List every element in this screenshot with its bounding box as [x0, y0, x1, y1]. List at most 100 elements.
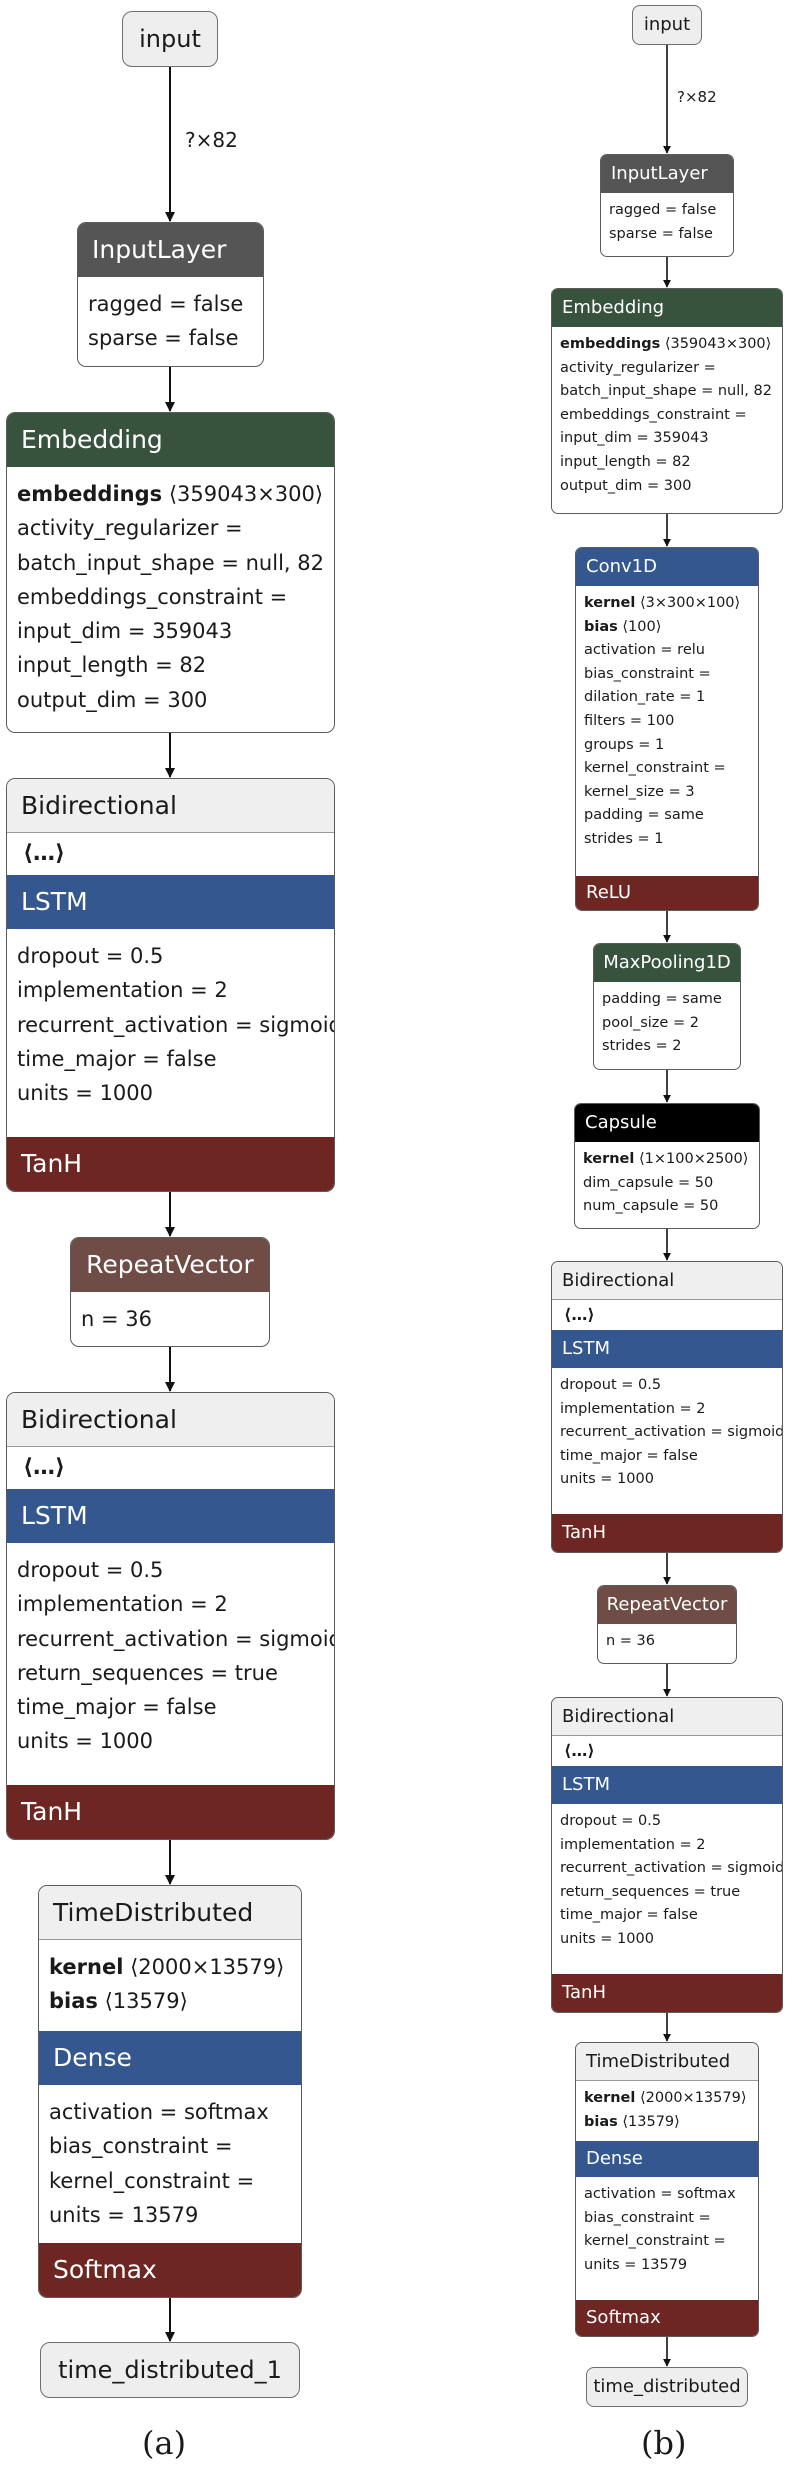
attr: implementation = 2 [560, 1836, 706, 1853]
b-repeatvector-attributes: n = 36 [598, 1624, 736, 1660]
b-inputlayer-title: InputLayer [601, 155, 733, 193]
b-conv1d-title: Conv1D [576, 548, 758, 586]
weight-shape: ⟨359043×300⟩ [168, 482, 324, 506]
b-bidirectional-2-node: Bidirectional ⟨…⟩ LSTM dropout = 0.5 imp… [551, 1697, 783, 2013]
b-lstm-1-title: LSTM [552, 1330, 782, 1368]
b-maxpooling-node: MaxPooling1D padding = same pool_size = … [593, 943, 741, 1070]
a-lstm-2-title: LSTM [7, 1489, 334, 1543]
b-capsule-node: Capsule kernel ⟨1×100×2500⟩ dim_capsule … [574, 1103, 760, 1229]
weight-name: kernel [584, 2090, 636, 2106]
attr: num_capsule = 50 [583, 1198, 719, 1215]
b-bidirectional-2-title: Bidirectional [552, 1698, 782, 1736]
a-output-node: time_distributed_1 [40, 2342, 300, 2398]
b-inputlayer-node: InputLayer ragged = false sparse = false [600, 154, 734, 257]
attr: dropout = 0.5 [560, 1377, 662, 1393]
attr: units = 1000 [17, 1081, 154, 1106]
weight-name: kernel [49, 1955, 124, 1979]
attr: units = 13579 [584, 2256, 688, 2273]
attr: input_length = 82 [17, 653, 207, 678]
b-bidirectional-1-title: Bidirectional [552, 1262, 782, 1300]
weight-name: kernel [583, 1151, 635, 1167]
a-lstm-1-title: LSTM [7, 875, 334, 929]
a-tanh-2-activation: TanH [7, 1785, 334, 1839]
a-softmax-activation: Softmax [39, 2243, 301, 2297]
attr: input_dim = 359043 [17, 619, 233, 644]
a-input-node: input [122, 11, 218, 67]
b-embedding-attributes: embeddings ⟨359043×300⟩ activity_regular… [552, 327, 782, 504]
attr: recurrent_activation = sigmoid [17, 1012, 335, 1037]
weight-name: bias [584, 2113, 618, 2130]
a-lstm-1-attributes: dropout = 0.5 implementation = 2 recurre… [7, 929, 334, 1124]
attr: padding = same [584, 807, 704, 824]
weight-row: bias ⟨100⟩ [584, 616, 750, 640]
weight-name: embeddings [17, 482, 163, 506]
weight-shape: ⟨3×300×100⟩ [639, 595, 741, 611]
attr: output_dim = 300 [560, 477, 692, 494]
attr: input_length = 82 [560, 453, 691, 470]
attr: units = 1000 [17, 1729, 154, 1754]
attr: activation = softmax [584, 2186, 736, 2202]
attr: n = 36 [606, 1633, 656, 1649]
a-repeatvector-title: RepeatVector [71, 1238, 269, 1292]
attr: kernel_constraint = [49, 2168, 255, 2193]
b-embedding-title: Embedding [552, 289, 782, 327]
attr: units = 1000 [560, 1930, 654, 1947]
weight-shape: ⟨359043×300⟩ [664, 336, 772, 352]
b-lstm-2-attributes: dropout = 0.5 implementation = 2 recurre… [552, 1804, 782, 1964]
a-embedding-attributes: embeddings ⟨359043×300⟩ activity_regular… [7, 467, 334, 727]
weight-name: bias [49, 1989, 98, 2014]
attr: dropout = 0.5 [17, 944, 164, 968]
attr: kernel_constraint = [584, 760, 726, 777]
attr: dim_capsule = 50 [583, 1174, 714, 1191]
weight-shape: ⟨2000×13579⟩ [130, 1955, 285, 1979]
a-embedding-node: Embedding embeddings ⟨359043×300⟩ activi… [6, 412, 335, 733]
weight-shape: ⟨100⟩ [622, 618, 662, 635]
b-tanh-1-activation: TanH [552, 1514, 782, 1552]
attr: input_dim = 359043 [560, 430, 709, 447]
weight-row: embeddings ⟨359043×300⟩ [17, 477, 324, 511]
weight-name: embeddings [560, 336, 661, 352]
attr: recurrent_activation = sigmoid [17, 1626, 335, 1651]
attr: implementation = 2 [560, 1400, 706, 1417]
attr: dropout = 0.5 [560, 1813, 662, 1829]
attr: recurrent_activation = sigmoid [560, 1860, 783, 1877]
a-inputlayer-title: InputLayer [78, 223, 263, 277]
attr: sparse = false [609, 225, 713, 242]
attr: dilation_rate = 1 [584, 689, 706, 706]
weight-row: kernel ⟨2000×13579⟩ [584, 2087, 750, 2111]
b-capsule-title: Capsule [575, 1104, 759, 1142]
a-bidirectional-1-collapsed: ⟨…⟩ [23, 841, 66, 866]
weight-row: bias ⟨13579⟩ [49, 1984, 291, 2018]
attr: ragged = false [609, 202, 717, 218]
attr: sparse = false [88, 326, 239, 351]
attr: batch_input_shape = null, 82 [17, 550, 324, 575]
attr: embeddings_constraint = [560, 406, 747, 423]
b-lstm-2-title: LSTM [552, 1766, 782, 1804]
b-conv1d-node: Conv1D kernel ⟨3×300×100⟩ bias ⟨100⟩ act… [575, 547, 759, 911]
a-panel-caption: (a) [142, 2424, 187, 2462]
b-output-node: time_distributed [586, 2367, 748, 2407]
b-bidirectional-2-collapsed: ⟨…⟩ [564, 1741, 595, 1760]
attr: strides = 1 [584, 830, 664, 847]
weight-shape: ⟨1×100×2500⟩ [638, 1151, 749, 1167]
attr: groups = 1 [584, 736, 665, 753]
attr: padding = same [602, 991, 722, 1007]
attr: implementation = 2 [17, 978, 228, 1003]
b-repeatvector-title: RepeatVector [598, 1586, 736, 1624]
b-inputlayer-attributes: ragged = false sparse = false [601, 193, 733, 252]
a-embedding-title: Embedding [7, 413, 334, 467]
b-relu-activation: ReLU [576, 876, 758, 910]
weight-row: kernel ⟨3×300×100⟩ [584, 592, 750, 616]
weight-name: bias [584, 618, 618, 635]
attr: embeddings_constraint = [17, 584, 288, 609]
b-capsule-attributes: kernel ⟨1×100×2500⟩ dim_capsule = 50 num… [575, 1142, 759, 1225]
b-embedding-node: Embedding embeddings ⟨359043×300⟩ activi… [551, 288, 783, 514]
attr: units = 13579 [49, 2202, 199, 2227]
attr: return_sequences = true [17, 1660, 278, 1685]
b-panel-caption: (b) [641, 2424, 687, 2462]
attr: units = 1000 [560, 1471, 654, 1488]
b-bidirectional-1-node: Bidirectional ⟨…⟩ LSTM dropout = 0.5 imp… [551, 1261, 783, 1553]
b-input-shape-label: ?×82 [677, 88, 717, 106]
b-conv1d-attributes: kernel ⟨3×300×100⟩ bias ⟨100⟩ activation… [576, 586, 758, 858]
a-inputlayer-attributes: ragged = false sparse = false [78, 277, 263, 366]
